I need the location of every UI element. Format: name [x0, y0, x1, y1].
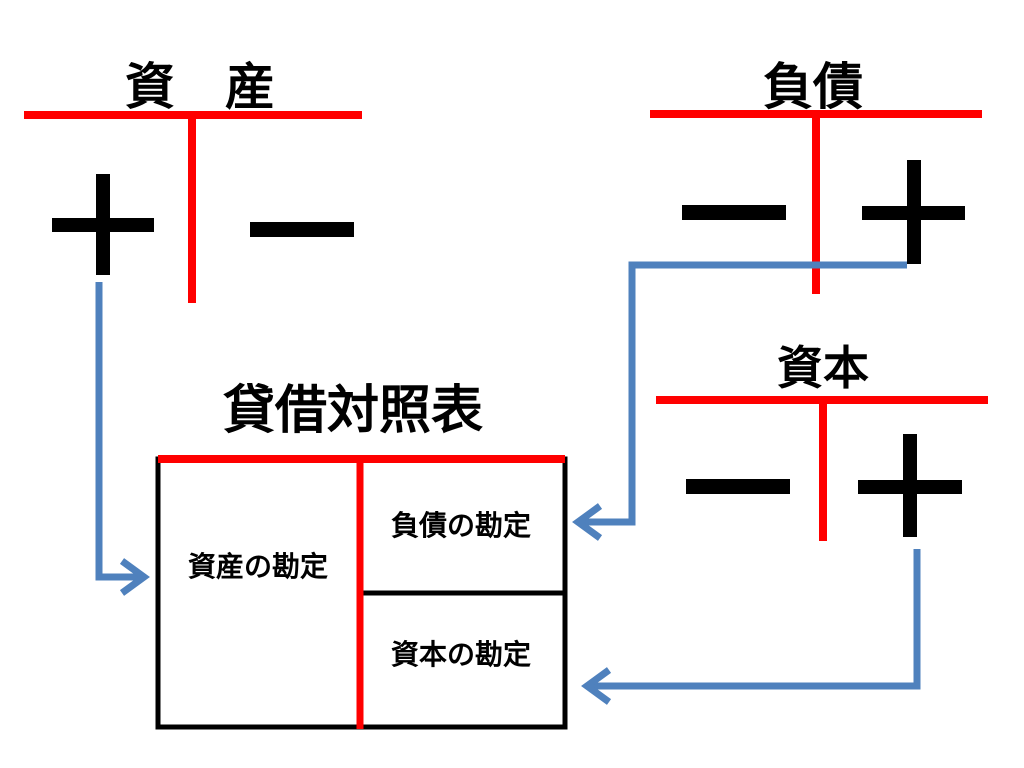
- capital-arrow: [587, 549, 921, 690]
- assets-account-cell: 資産の勘定: [188, 550, 328, 583]
- assets-minus-sign: [250, 222, 354, 237]
- liabilities-title: 負債: [763, 58, 863, 116]
- capital-plus-sign: [858, 434, 962, 537]
- assets-arrow-head: [119, 558, 150, 596]
- capital-t-account: 資本: [656, 341, 988, 541]
- capital-arrow-head: [581, 667, 612, 705]
- liabilities-minus-sign: [682, 205, 786, 220]
- assets-t-account: 資 産: [24, 58, 362, 303]
- liabilities-arrow-head: [572, 503, 603, 541]
- capital-title: 資本: [777, 341, 869, 395]
- assets-arrow: [95, 282, 140, 581]
- balance-sheet: 貸借対照表 資産の勘定 負債の勘定 資本の勘定: [155, 381, 568, 730]
- liabilities-plus-sign: [862, 160, 965, 264]
- capital-minus-sign: [686, 479, 790, 494]
- capital-account-cell: 資本の勘定: [391, 638, 531, 671]
- assets-title: 資 産: [125, 58, 275, 116]
- liabilities-t-account: 負債: [650, 58, 982, 294]
- liabilities-account-cell: 負債の勘定: [391, 509, 531, 542]
- assets-plus-sign: [52, 174, 154, 275]
- liabilities-arrow: [578, 261, 907, 526]
- balance-sheet-title: 貸借対照表: [223, 381, 483, 441]
- arrows: [95, 261, 921, 705]
